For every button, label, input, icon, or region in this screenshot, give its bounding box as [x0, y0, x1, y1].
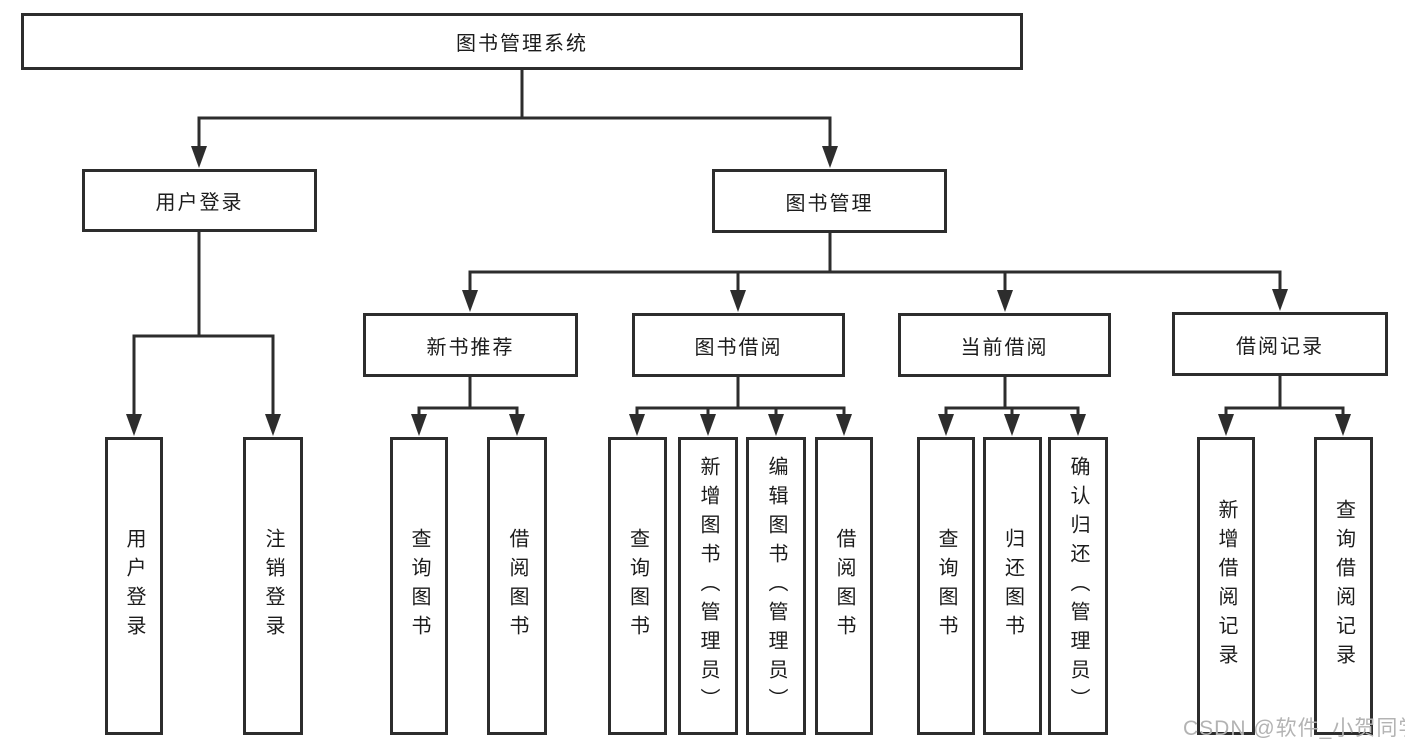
node-label: 确认归还（管理员） — [1067, 455, 1089, 717]
arrowhead-icon — [411, 414, 427, 436]
arrowhead-icon — [1335, 414, 1351, 436]
node-label: 当前借阅 — [960, 336, 1049, 359]
node-label: 图书管理 — [785, 192, 874, 215]
node-new-book-recommendation: 新书推荐 — [363, 313, 578, 377]
node-label: 查询借阅记录 — [1332, 499, 1355, 673]
arrowhead-icon — [629, 414, 645, 436]
node-label: 查询图书 — [935, 528, 957, 644]
leaf-query-books-2: 查询图书 — [608, 437, 667, 735]
arrowhead-icon — [191, 146, 207, 168]
node-current-borrowing: 当前借阅 — [898, 313, 1111, 377]
node-label: 用户登录 — [123, 528, 145, 644]
leaf-return-book: 归还图书 — [983, 437, 1042, 735]
arrowhead-icon — [462, 290, 478, 312]
arrowhead-icon — [265, 414, 281, 436]
node-user-login: 用户登录 — [82, 169, 317, 232]
watermark: CSDN @软件_小贺同学 — [1183, 717, 1405, 740]
leaf-query-borrow-record: 查询借阅记录 — [1314, 437, 1373, 735]
node-label: 图书管理系统 — [456, 33, 588, 55]
node-label: 归还图书 — [1001, 528, 1024, 644]
arrowhead-icon — [997, 290, 1013, 312]
arrowhead-icon — [730, 290, 746, 312]
leaf-add-book-admin: 新增图书（管理员） — [678, 437, 738, 735]
node-book-borrowing: 图书借阅 — [632, 313, 845, 377]
leaf-query-books-3: 查询图书 — [917, 437, 975, 735]
node-label: 新书推荐 — [426, 336, 515, 359]
arrowhead-icon — [836, 414, 852, 436]
leaf-add-borrow-record: 新增借阅记录 — [1197, 437, 1255, 735]
node-label: 新增借阅记录 — [1215, 499, 1237, 673]
leaf-confirm-return-admin: 确认归还（管理员） — [1048, 437, 1108, 735]
node-label: 借阅图书 — [506, 528, 528, 644]
arrowhead-icon — [1218, 414, 1234, 436]
node-label: 借阅图书 — [833, 528, 855, 644]
arrowhead-icon — [768, 414, 784, 436]
leaf-query-books-1: 查询图书 — [390, 437, 448, 735]
leaf-logout-login: 注销登录 — [243, 437, 303, 735]
arrowhead-icon — [1272, 289, 1288, 311]
node-book-management: 图书管理 — [712, 169, 947, 233]
arrowhead-icon — [1070, 414, 1086, 436]
leaf-borrow-books-2: 借阅图书 — [815, 437, 873, 735]
arrowhead-icon — [822, 146, 838, 168]
leaf-borrow-books-1: 借阅图书 — [487, 437, 547, 735]
arrowhead-icon — [509, 414, 525, 436]
node-label: 图书借阅 — [694, 336, 783, 359]
node-label: 查询图书 — [408, 528, 430, 644]
leaf-user-login: 用户登录 — [105, 437, 163, 735]
node-label: 查询图书 — [626, 528, 649, 644]
node-label: 编辑图书（管理员） — [765, 455, 787, 717]
leaf-edit-book-admin: 编辑图书（管理员） — [746, 437, 806, 735]
node-library-system-root: 图书管理系统 — [21, 13, 1023, 70]
arrowhead-icon — [938, 414, 954, 436]
arrowhead-icon — [1004, 414, 1020, 436]
node-borrowing-records: 借阅记录 — [1172, 312, 1388, 376]
arrowhead-icon — [700, 414, 716, 436]
node-label: 注销登录 — [262, 528, 284, 644]
arrowhead-icon — [126, 414, 142, 436]
node-label: 借阅记录 — [1236, 335, 1324, 358]
node-label: 新增图书（管理员） — [697, 455, 719, 717]
node-label: 用户登录 — [155, 192, 244, 214]
